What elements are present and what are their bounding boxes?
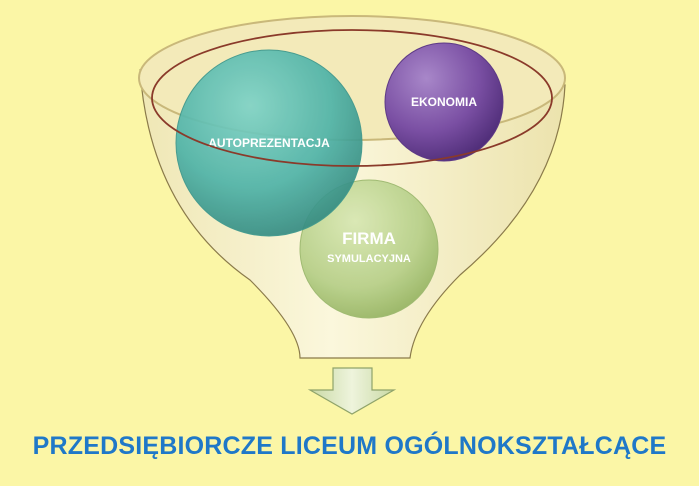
firma-bubble: FIRMA SYMULACYJNA xyxy=(299,179,439,319)
autoprezentacja-bubble: AUTOPREZENTACJA xyxy=(175,49,363,237)
autoprezentacja-label: AUTOPREZENTACJA xyxy=(208,136,330,150)
page-title: PRZEDSIĘBIORCZE LICEUM OGÓLNOKSZTAŁCĄCE xyxy=(32,432,667,460)
funnel-rim-front xyxy=(151,29,553,167)
firma-label: FIRMA xyxy=(342,229,396,248)
arrow-down-icon xyxy=(307,367,397,415)
ekonomia-label: EKONOMIA xyxy=(411,95,477,109)
ekonomia-bubble: EKONOMIA xyxy=(384,42,504,162)
firma-sublabel: SYMULACYJNA xyxy=(327,253,411,265)
